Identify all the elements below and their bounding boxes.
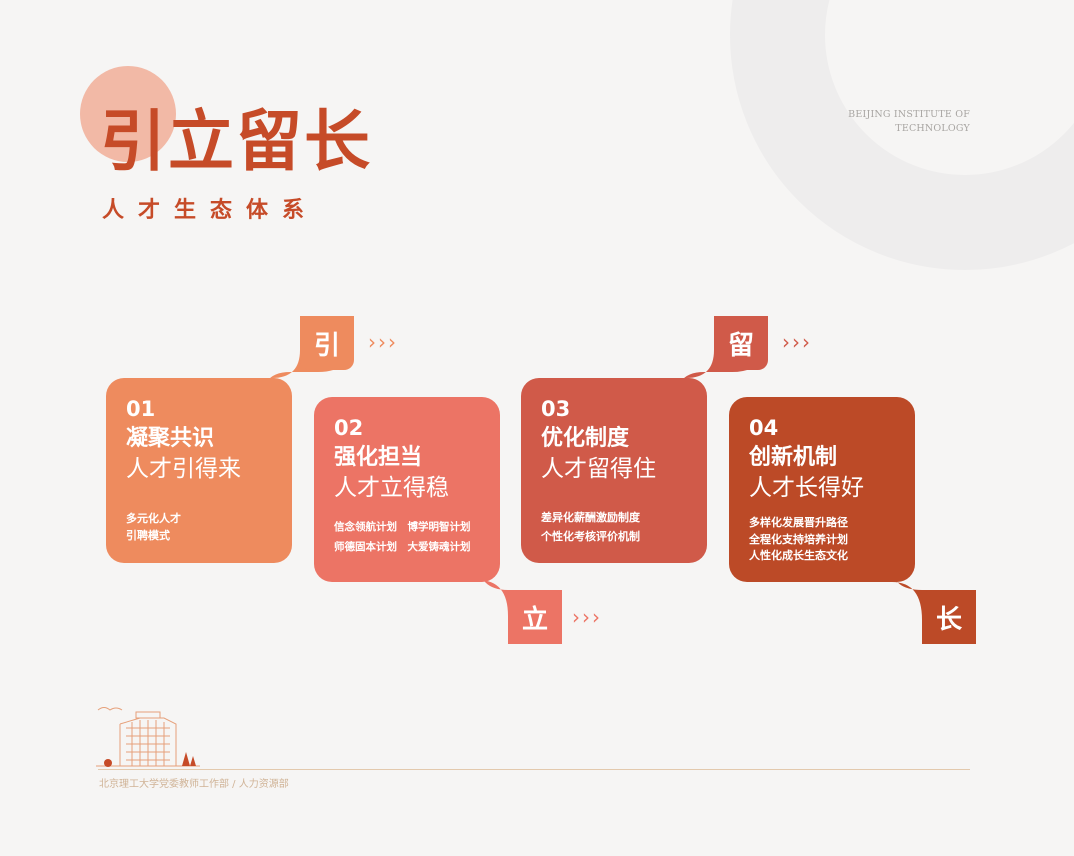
step-number: 03	[541, 397, 571, 421]
step-details: 多元化人才 引聘模式	[126, 510, 292, 544]
step-card-1: 01 凝聚共识 人才引得来 多元化人才 引聘模式	[106, 378, 292, 563]
step-detail-line: 师德固本计划 大爱铸魂计划	[334, 541, 471, 553]
institute-line-2: TECHNOLOGY	[895, 123, 970, 134]
step-heading: 强化担当	[334, 445, 423, 470]
institute-name: BEIJING INSTITUTE OF TECHNOLOGY	[848, 108, 970, 136]
step-subheading: 人才长得好	[749, 475, 864, 501]
step-detail-line: 人性化成长生态文化	[749, 549, 848, 562]
step-card-3: 03 优化制度 人才留得住 差异化薪酬激励制度 个性化考核评价机制	[521, 378, 707, 563]
step-subheading: 人才留得住	[541, 456, 656, 482]
institute-line-1: BEIJING INSTITUTE OF	[848, 109, 970, 120]
arrow-icon: ›››	[782, 330, 812, 354]
title-accent-circle	[80, 66, 176, 162]
step-number: 04	[749, 416, 779, 440]
step-detail-line: 多样化发展晋升路径	[749, 516, 848, 529]
step-tab-4: 长	[922, 590, 976, 644]
footer-divider	[98, 769, 970, 770]
arrow-icon: ›››	[572, 605, 602, 629]
arrow-icon: ›››	[368, 330, 398, 354]
step-tab-2: 立	[508, 590, 562, 644]
step-subheading: 人才引得来	[126, 456, 241, 482]
page-title: 引立留长	[100, 103, 372, 180]
step-detail-line: 个性化考核评价机制	[541, 530, 640, 543]
step-card-2: 02 强化担当 人才立得稳 信念领航计划 博学明智计划 师德固本计划 大爱铸魂计…	[314, 397, 500, 582]
campus-building-icon	[96, 707, 200, 767]
step-detail-line: 引聘模式	[126, 529, 170, 542]
step-heading: 优化制度	[541, 426, 630, 451]
step-detail-line: 差异化薪酬激励制度	[541, 511, 640, 524]
step-heading: 凝聚共识	[126, 426, 215, 451]
page-subtitle: 人才生态体系	[102, 198, 319, 223]
step-card-4: 04 创新机制 人才长得好 多样化发展晋升路径 全程化支持培养计划 人性化成长生…	[729, 397, 915, 582]
step-details: 差异化薪酬激励制度 个性化考核评价机制	[541, 508, 707, 546]
step-detail-line: 信念领航计划 博学明智计划	[334, 521, 471, 533]
step-details: 信念领航计划 博学明智计划 师德固本计划 大爱铸魂计划	[334, 517, 500, 557]
step-heading: 创新机制	[749, 445, 838, 470]
step-subheading: 人才立得稳	[334, 475, 449, 501]
footer-text: 北京理工大学党委教师工作部 / 人力资源部	[99, 779, 289, 790]
step-number: 02	[334, 416, 364, 440]
step-tab-1: 引	[300, 316, 354, 370]
step-details: 多样化发展晋升路径 全程化支持培养计划 人性化成长生态文化	[749, 515, 915, 565]
step-detail-line: 全程化支持培养计划	[749, 532, 848, 546]
step-tab-3: 留	[714, 316, 768, 370]
step-detail-line: 多元化人才	[126, 512, 181, 525]
step-number: 01	[126, 397, 156, 421]
